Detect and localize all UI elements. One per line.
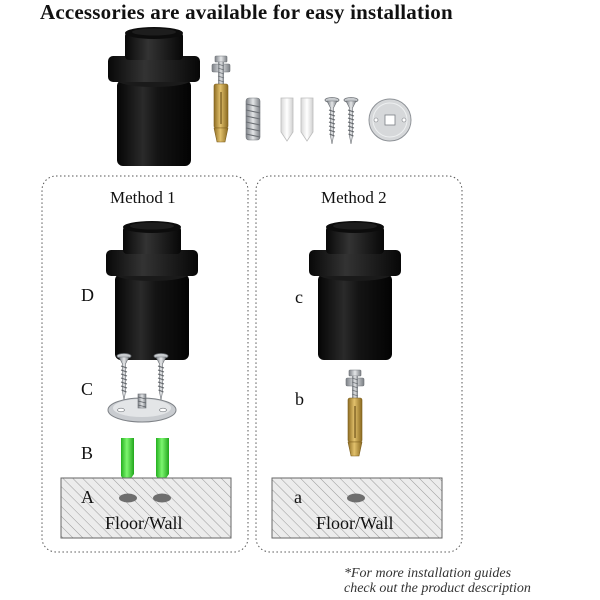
step-label-c: C [81,379,94,399]
step-label-a: A [81,487,94,507]
step-label-d: D [81,285,94,305]
surface-label: Floor/Wall [105,513,183,533]
method-2-title: Method 2 [321,188,387,207]
expansion-bolt-icon [345,369,365,457]
screw-icon [343,97,359,145]
plastic-anchor-icon [300,97,314,142]
method-1-panel [41,175,249,553]
mounting-plate-icon [107,393,177,423]
green-anchor-icon [121,438,134,484]
footnote-line-2: check out the product description [344,581,531,596]
expansion-bolt-icon [211,55,231,143]
spring-anchor-icon [245,97,261,141]
footnote-line-1: *For more installation guides [344,566,512,581]
door-stopper-icon [108,27,200,166]
surface-block [60,477,232,539]
screw-icon [324,97,340,145]
step-label-b: B [81,443,94,463]
drill-hole [347,493,365,503]
mounting-plate-icon [368,98,412,142]
drill-hole [153,493,171,503]
door-stopper-icon [106,221,198,360]
green-anchor-icon [156,438,169,484]
step-label-c: c [295,287,303,307]
surface-block [271,477,443,539]
footnote: *For more installation guides check out … [344,566,531,596]
step-label-b: b [295,389,304,409]
door-stopper-icon [309,221,401,360]
page-title: Accessories are available for easy insta… [40,0,453,24]
drill-hole [119,493,137,503]
screw-icon [116,353,132,401]
screw-icon [153,353,169,401]
method-2-panel [255,175,463,553]
step-label-a: a [294,487,302,507]
method-1-title: Method 1 [110,188,176,207]
plastic-anchor-icon [280,97,294,142]
surface-label: Floor/Wall [316,513,394,533]
